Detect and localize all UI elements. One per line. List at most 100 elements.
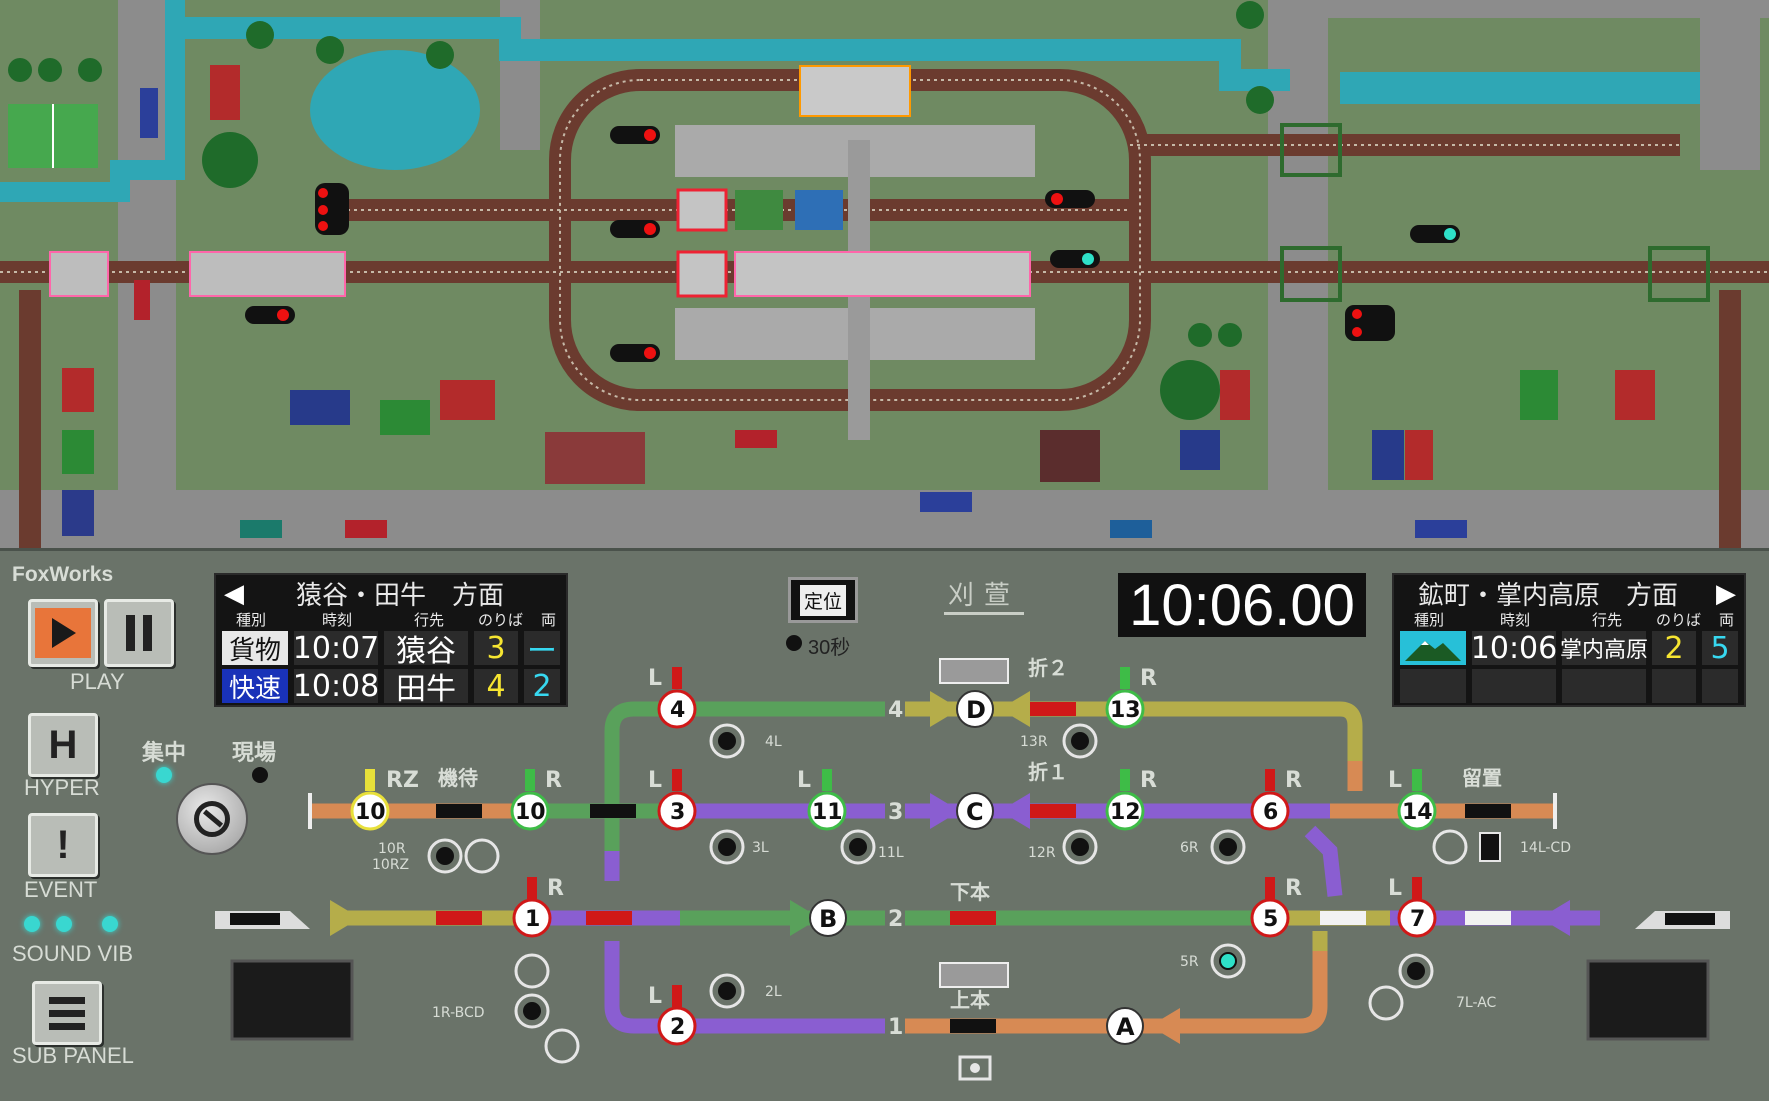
left-row2-dest: 田牛 <box>384 669 468 707</box>
default-position-label: 定位 <box>799 584 846 616</box>
game-clock: 10:06.00 <box>1118 573 1366 638</box>
lever-3l: 3L <box>709 829 769 865</box>
lever-4l: 4L <box>709 723 782 759</box>
svg-text:14L-CD: 14L-CD <box>1520 840 1571 856</box>
mode-local-lamp <box>252 767 268 783</box>
label-kihon-down: 下本 <box>950 880 990 904</box>
lever-14l-cd: 14L-CD <box>1432 829 1571 865</box>
svg-text:10: 10 <box>355 800 386 825</box>
sound-lamp[interactable] <box>24 916 40 932</box>
lever-6r: 6R <box>1180 829 1246 865</box>
right-header-type: 種別 <box>1414 611 1445 629</box>
lever-11l: 11L <box>840 829 904 865</box>
mode-central-lamp <box>156 767 172 783</box>
signals: 10RZ 10R 3L 4L 11L 12R 13R 6R 14L 1R 5R … <box>350 666 1437 1046</box>
river <box>0 0 185 202</box>
left-board-direction: 猿谷・田牛 方面 <box>296 581 505 611</box>
departure-board-left: ◀ 猿谷・田牛 方面 種別 時刻 行先 のりば 両 貨物 10:07 猿谷 3 … <box>214 573 568 707</box>
right-row1-cars: 5 <box>1702 631 1738 666</box>
signal-12-r: 12 R <box>1105 768 1157 831</box>
brand-label: FoxWorks <box>12 563 114 586</box>
svg-text:R: R <box>545 768 562 793</box>
svg-text:10: 10 <box>515 800 546 825</box>
platform-number-2: 2 <box>888 907 903 932</box>
left-row2-platform: 4 <box>474 669 518 704</box>
svg-text:6R: 6R <box>1180 840 1199 856</box>
railway-map[interactable] <box>0 0 1769 548</box>
left-row1-type: 貨物 <box>222 631 288 666</box>
right-header-platform: のりば <box>1656 611 1702 629</box>
left-row2-type: 快速 <box>222 669 288 704</box>
vib-lamp[interactable] <box>56 916 72 932</box>
track-circuit-b: B <box>819 905 837 933</box>
right-row2-type <box>1400 669 1466 703</box>
svg-text:L: L <box>648 984 662 1009</box>
default-position-button[interactable]: 定位 <box>788 577 858 623</box>
right-board-direction: 鉱町・掌内高原 方面 <box>1418 581 1679 611</box>
signal-14-l: 14L <box>1388 768 1437 831</box>
left-row1-dest: 猿谷 <box>384 631 468 669</box>
hyper-button[interactable]: H <box>28 713 98 777</box>
arrival-indicators <box>215 911 1730 1041</box>
left-header-cars: 両 <box>541 611 557 629</box>
event-label: EVENT <box>24 877 98 902</box>
signal-4-l: 4L <box>648 666 697 729</box>
svg-text:L: L <box>648 666 662 691</box>
houses <box>62 65 1655 536</box>
right-header-time: 時刻 <box>1500 611 1531 629</box>
right-row2-platform <box>1652 669 1696 703</box>
prev-direction-arrow-icon[interactable]: ◀ <box>224 579 244 609</box>
svg-text:13R: 13R <box>1020 734 1048 750</box>
track-circuit-a: A <box>1116 1013 1135 1041</box>
lever-12r: 12R <box>1028 829 1098 865</box>
lever-1r-bcd: 1R-BCD <box>432 953 580 1064</box>
svg-text:R: R <box>1140 768 1157 793</box>
lever-2l: 2L <box>709 973 782 1009</box>
mode-central-label: 集中 <box>142 740 187 765</box>
event-button[interactable]: ! <box>28 813 98 877</box>
track-circuit-d: D <box>966 696 986 724</box>
label-orikaeshi2: 折２ <box>1028 656 1068 680</box>
svg-text:7: 7 <box>1410 907 1425 932</box>
svg-text:RZ: RZ <box>386 768 419 793</box>
play-label: PLAY <box>70 669 125 694</box>
sub-panel-button[interactable] <box>32 981 102 1045</box>
lever-13r: 13R <box>1020 723 1098 759</box>
svg-text:3L: 3L <box>752 840 769 856</box>
mountain-icon <box>1405 641 1461 661</box>
track-4-left <box>604 701 885 791</box>
map-signals <box>245 126 1460 362</box>
right-row1-platform: 2 <box>1652 631 1696 666</box>
svg-text:L: L <box>1388 876 1402 901</box>
camera-icon <box>958 1055 992 1081</box>
left-row1-cars: ー <box>524 631 560 669</box>
right-row1-type <box>1400 631 1466 665</box>
departure-board-right: 鉱町・掌内高原 方面 ▶ 種別 時刻 行先 のりば 両 10:06 掌内高原 2… <box>1392 573 1746 707</box>
cars <box>134 88 1467 538</box>
label-kimachi: 機待 <box>438 766 478 790</box>
timer-label: 30秒 <box>808 637 851 659</box>
next-direction-arrow-icon[interactable]: ▶ <box>1716 579 1736 609</box>
platform-number-4: 4 <box>888 698 903 723</box>
road-bottom <box>0 490 1769 548</box>
track-circuit-c: C <box>966 798 984 826</box>
platform-number-3: 3 <box>888 800 903 825</box>
signal-6-r: 6R <box>1250 768 1302 831</box>
train-lower <box>49 250 1031 298</box>
mode-key-switch[interactable] <box>176 783 248 855</box>
lever-5r: 5R <box>1180 943 1246 979</box>
pause-button[interactable] <box>104 599 174 667</box>
exclamation-icon: ! <box>56 822 70 867</box>
label-orikaeshi1: 折１ <box>1028 760 1068 784</box>
svg-text:R: R <box>1285 876 1302 901</box>
play-button[interactable] <box>28 599 98 667</box>
hyper-label: HYPER <box>24 775 100 800</box>
svg-text:10R: 10R <box>378 841 406 857</box>
platform-number-1: 1 <box>888 1015 903 1040</box>
signal-7-l: 7L <box>1388 876 1437 938</box>
control-panel: FoxWorks PLAY H HYPER ! EVENT SOUND VIB … <box>0 548 1769 1101</box>
extra-lamp[interactable] <box>102 916 118 932</box>
svg-text:10RZ: 10RZ <box>372 857 409 873</box>
svg-text:12: 12 <box>1110 800 1141 825</box>
